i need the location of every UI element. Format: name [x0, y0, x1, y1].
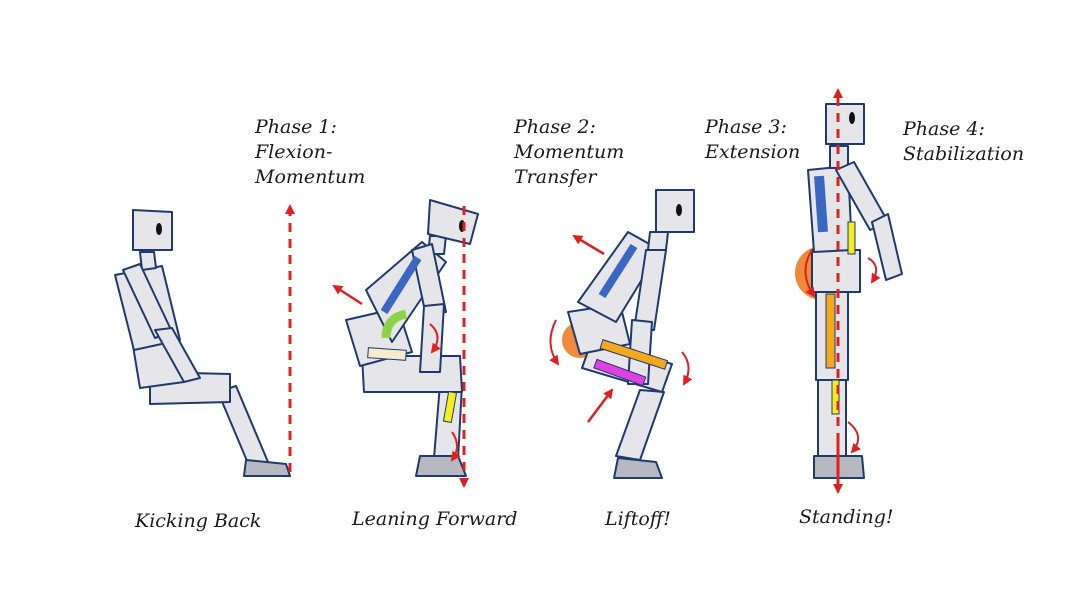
phase-1-line-1: Phase 1: — [255, 115, 365, 140]
phase-3-line-2: Extension — [705, 140, 800, 165]
phase-4-line-1: Phase 4: — [903, 117, 1024, 142]
neck — [648, 232, 668, 250]
head — [656, 190, 694, 232]
shin — [616, 390, 664, 460]
knee-rotation-arrow — [682, 352, 689, 384]
caption-kicking-back: Kicking Back — [135, 510, 261, 532]
caption-standing: Standing! — [799, 506, 894, 528]
pale-muscle — [368, 348, 407, 361]
lean-arrow — [334, 286, 362, 304]
phase-1-line-3: Momentum — [255, 165, 365, 190]
figure-liftoff — [568, 190, 694, 478]
eye — [849, 112, 855, 124]
liftoff-arrow-up — [574, 236, 604, 254]
phase-2-line-1: Phase 2: — [514, 115, 624, 140]
hip-muscle — [848, 222, 855, 254]
phase-4-line-2: Stabilization — [903, 142, 1024, 167]
knee-rotation-arrow — [848, 422, 858, 452]
forearm — [420, 304, 444, 372]
eye — [156, 223, 162, 235]
eye — [676, 204, 682, 216]
phase-3-line-1: Phase 3: — [705, 115, 800, 140]
phase-label-4: Phase 4: Stabilization — [903, 117, 1024, 167]
phase-2-line-2: Momentum — [514, 140, 624, 165]
phase-label-2: Phase 2: Momentum Transfer — [514, 115, 624, 190]
glute-rotation-arrow — [550, 320, 558, 364]
figure-standing — [808, 104, 902, 478]
head — [826, 104, 864, 144]
hip-rotation-arrow — [868, 258, 876, 282]
pelvis — [812, 250, 860, 292]
liftoff-arrow-push — [588, 390, 612, 422]
foot — [416, 456, 466, 476]
phase-1-line-2: Flexion- — [255, 140, 365, 165]
foot — [244, 460, 290, 476]
phase-2-line-3: Transfer — [514, 165, 624, 190]
phase-label-3: Phase 3: Extension — [705, 115, 800, 165]
caption-liftoff: Liftoff! — [605, 508, 671, 530]
thigh-muscle — [826, 294, 835, 368]
phase-label-1: Phase 1: Flexion- Momentum — [255, 115, 365, 190]
caption-leaning-forward: Leaning Forward — [352, 508, 517, 530]
foot — [614, 458, 662, 478]
figure-kicking-back — [115, 210, 290, 476]
head — [133, 210, 172, 250]
figure-leaning-forward — [346, 200, 478, 476]
